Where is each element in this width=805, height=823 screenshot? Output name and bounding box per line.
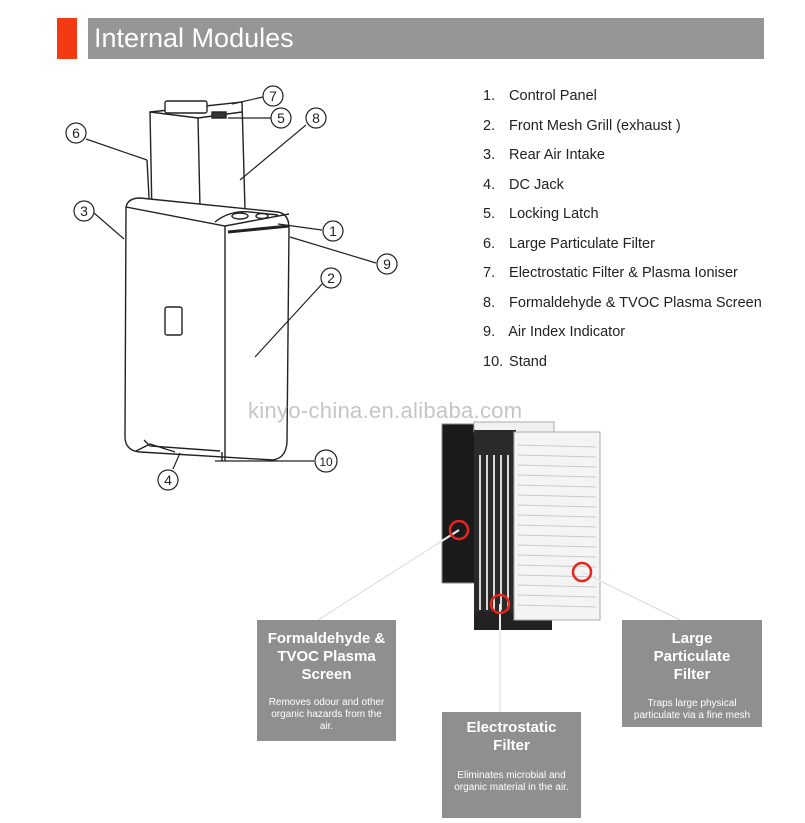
diagram-num-6: 6 [72,125,80,141]
callout-title-line: Large [671,630,713,647]
diagram-num-2: 2 [327,270,335,286]
callout-title: Electrostatic Filter [442,719,581,755]
part-item-2: 2. Front Mesh Grill (exhaust ) [483,116,762,146]
part-label: Formaldehyde & TVOC Plasma Screen [509,294,762,311]
callout-title-line: Formaldehyde & [267,630,386,647]
callout-particulate: Large Particulate Filter Traps large phy… [622,620,762,727]
diagram-number-labels: 7 5 8 6 3 1 9 2 10 4 [72,88,391,488]
diagram-num-10: 10 [319,455,333,469]
part-label: Air Index Indicator [508,324,626,340]
leader-lines [85,96,377,470]
callout-description: Traps large physical particulate via a f… [628,698,756,722]
part-item-8: 8. Formaldehyde & TVOC Plasma Screen [483,293,762,323]
callout-desc-line: air. [319,721,334,732]
marker-formaldehyde [448,519,470,541]
callout-title-line: Filter [673,666,711,683]
diagram-number-circles [65,85,398,491]
callout-title-line: Screen [301,666,352,683]
callout-title-line: Filter [493,737,530,754]
callout-title: Formaldehyde & TVOC Plasma Screen [257,630,396,684]
part-label: Stand [509,353,547,370]
part-item-4: 4. DC Jack [483,175,762,205]
part-item-3: 3. Rear Air Intake [483,145,762,175]
part-num: 1. [483,88,496,104]
part-num: 7. [483,265,496,281]
callout-desc-line: organic hazards from the [271,709,382,720]
part-item-7: 7. Electrostatic Filter & Plasma Ioniser [483,263,762,293]
callout-desc-line: Eliminates microbial and [457,770,566,781]
watermark: kinyo-china.en.alibaba.com [248,398,523,423]
part-label: Large Particulate Filter [509,235,655,252]
callout-description: Removes odour and other organic hazards … [263,697,390,733]
diagram-num-8: 8 [312,110,320,126]
part-num: 2. [483,117,496,134]
part-label: Rear Air Intake [509,147,605,163]
purifier-line-drawing [124,100,290,461]
part-item-5: 5. Locking Latch [483,204,762,234]
marker-electrostatic [489,593,511,615]
callout-desc-line: Removes odour and other [268,697,385,708]
callout-desc-line: particulate via a fine mesh [633,710,751,721]
callout-formaldehyde: Formaldehyde & TVOC Plasma Screen Remove… [257,620,396,741]
part-label: Front Mesh Grill (exhaust ) [509,117,681,134]
part-label: DC Jack [509,176,564,193]
parts-list: 1. Control Panel 2. Front Mesh Grill (ex… [483,86,762,381]
part-num: 6. [483,235,496,252]
part-num: 9. [483,324,496,340]
part-item-9: 9. Air Index Indicator [483,322,762,352]
callout-title: Large Particulate Filter [622,630,762,684]
callout-title-line: Particulate [653,648,731,665]
callout-title-line: TVOC Plasma [277,648,376,665]
callout-description: Eliminates microbial and organic materia… [448,770,575,794]
diagram-num-9: 9 [383,256,391,272]
callout-electrostatic: Electrostatic Filter Eliminates microbia… [442,712,581,818]
part-item-6: 6. Large Particulate Filter [483,234,762,264]
diagram-num-3: 3 [80,203,88,219]
part-num: 5. [483,206,496,222]
diagram-num-5: 5 [277,110,285,126]
callout-leader-lines-shadow [317,529,681,712]
part-num: 8. [483,294,496,311]
part-num: 4. [483,176,496,193]
page-title: Internal Modules [94,23,294,53]
part-item-1: 1. Control Panel [483,86,762,116]
diagram-num-7: 7 [269,88,277,104]
marker-particulate [571,561,593,583]
highlight-markers [448,519,593,615]
part-label: Locking Latch [509,206,599,222]
part-num: 10. [483,353,504,370]
diagram-num-4: 4 [164,472,172,488]
callout-desc-line: Traps large physical [647,698,737,709]
diagram-num-1: 1 [329,223,337,239]
header-bar: Internal Modules [88,18,764,59]
callout-title-line: Electrostatic [466,719,557,736]
callout-desc-line: organic material in the air. [454,782,569,793]
filter-stack-illustration [441,421,601,630]
part-num: 3. [483,147,496,163]
part-label: Electrostatic Filter & Plasma Ioniser [509,265,738,281]
part-item-10: 10. Stand [483,352,762,382]
part-label: Control Panel [509,88,597,104]
header-accent-bar [57,18,77,59]
